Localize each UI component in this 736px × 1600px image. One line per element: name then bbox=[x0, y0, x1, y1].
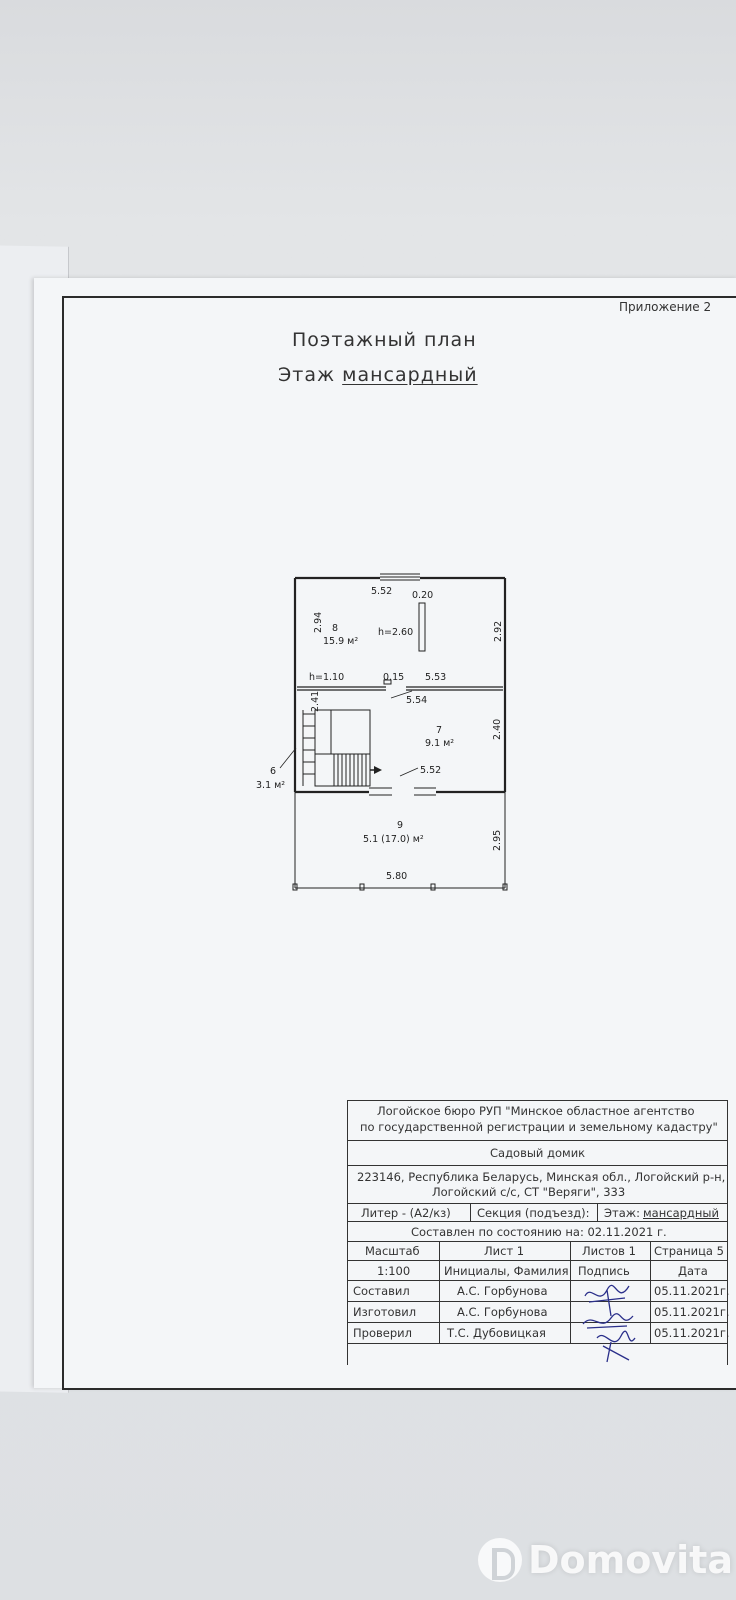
room8-area: 15.9 м² bbox=[323, 636, 358, 647]
floor-value-stamp: мансардный bbox=[643, 1206, 719, 1220]
header-name: Инициалы, Фамилия bbox=[444, 1264, 569, 1278]
row2-date: 05.11.2021г. bbox=[654, 1305, 730, 1319]
signature-marks bbox=[582, 1284, 636, 1363]
outer-walls bbox=[293, 576, 507, 794]
dim-balcony-width: 5.80 bbox=[386, 871, 407, 882]
dim-chimney-width: 0.20 bbox=[412, 590, 433, 601]
stair-arrow-icon bbox=[374, 766, 382, 774]
door-bottom bbox=[369, 787, 436, 796]
watermark: Domovita bbox=[478, 1538, 733, 1582]
floor-prefix: Этаж bbox=[278, 364, 336, 386]
dim-top-width: 5.52 bbox=[371, 586, 392, 597]
state-date: Составлен по состоянию на: 02.11.2021 г. bbox=[411, 1225, 667, 1239]
header-date: Дата bbox=[678, 1264, 708, 1278]
header-scale: Масштаб bbox=[365, 1244, 420, 1258]
watermark-text: Domovita bbox=[528, 1538, 733, 1582]
room9-area: 5.1 (17.0) м² bbox=[363, 834, 424, 845]
room8-height: h=2.60 bbox=[378, 627, 413, 638]
liter-row: Литер - (А2/кз) Секция (подъезд): Этаж: … bbox=[347, 1203, 727, 1222]
dim-right-height-7: 2.40 bbox=[492, 719, 503, 740]
org-line1: Логойское бюро РУП "Минское областное аг… bbox=[377, 1104, 695, 1118]
chimney bbox=[418, 602, 426, 652]
title-block: Логойское бюро РУП "Минское областное аг… bbox=[347, 1100, 730, 1365]
room6-number: 6 bbox=[270, 766, 276, 777]
state-row: Составлен по состоянию на: 02.11.2021 г. bbox=[347, 1221, 727, 1242]
org-line2: по государственной регистрации и земельн… bbox=[360, 1120, 718, 1134]
header-signature: Подпись bbox=[578, 1264, 630, 1278]
room7-number: 7 bbox=[436, 725, 442, 736]
dim-stair-height: h=1.10 bbox=[309, 672, 344, 683]
row3-date: 05.11.2021г. bbox=[654, 1326, 730, 1340]
partition-post bbox=[383, 679, 392, 685]
document-sheet: Приложение 2 Поэтажный план Этаж мансард… bbox=[34, 278, 736, 1390]
leader-lines bbox=[279, 690, 419, 777]
plan-title: Поэтажный план bbox=[292, 329, 477, 351]
dim-bottom-width-7: 5.52 bbox=[420, 765, 441, 776]
header-page: Страница 5 bbox=[654, 1244, 724, 1258]
room7-area: 9.1 м² bbox=[425, 738, 454, 749]
row2-name: А.С. Горбунова bbox=[457, 1305, 548, 1319]
dim-partition: 0.15 bbox=[383, 672, 404, 683]
room9-number: 9 bbox=[397, 820, 403, 831]
room8-number: 8 bbox=[332, 623, 338, 634]
object-row: Садовый домик bbox=[347, 1140, 727, 1166]
header-sheets: Листов 1 bbox=[582, 1244, 636, 1258]
domovita-logo-icon bbox=[478, 1538, 522, 1582]
dim-right-height-8: 2.92 bbox=[493, 621, 504, 642]
row1-role: Составил bbox=[353, 1284, 410, 1298]
appendix-label: Приложение 2 bbox=[619, 300, 712, 314]
row1-date: 05.11.2021г. bbox=[654, 1284, 730, 1298]
floor-label: Этаж: bbox=[604, 1206, 641, 1220]
dim-left-height-6: 2.41 bbox=[310, 691, 321, 712]
floor-value: мансардный bbox=[342, 364, 478, 386]
address-line2: Логойский с/с, СТ "Веряги", 333 bbox=[432, 1185, 626, 1199]
row3-role: Проверил bbox=[353, 1326, 412, 1340]
row1-name: А.С. Горбунова bbox=[457, 1284, 548, 1298]
drawing-frame bbox=[62, 296, 736, 1390]
window-top bbox=[380, 573, 420, 581]
address-row: 223146, Республика Беларусь, Минская обл… bbox=[347, 1165, 727, 1204]
dim-left-height-8: 2.94 bbox=[313, 612, 324, 633]
balcony-outline bbox=[292, 792, 508, 891]
dim-width-554: 5.54 bbox=[406, 695, 427, 706]
staircase bbox=[302, 709, 377, 787]
address-line1: 223146, Республика Беларусь, Минская обл… bbox=[357, 1170, 726, 1184]
row2-role: Изготовил bbox=[353, 1305, 417, 1319]
floor-title: Этаж мансардный bbox=[278, 364, 478, 386]
org-row: Логойское бюро РУП "Минское областное аг… bbox=[347, 1100, 727, 1141]
dim-balcony-height: 2.95 bbox=[492, 830, 503, 851]
partition-wall bbox=[297, 686, 503, 691]
room6-area: 3.1 м² bbox=[256, 780, 285, 791]
dim-width-553: 5.53 bbox=[425, 672, 446, 683]
liter: Литер - (А2/кз) bbox=[361, 1206, 451, 1220]
floor-plan: 5.52 0.20 2.94 2.92 8 15.9 м² h=2.60 h=1… bbox=[256, 573, 508, 891]
scale-value: 1:100 bbox=[377, 1264, 411, 1278]
section: Секция (подъезд): bbox=[477, 1206, 590, 1220]
row3-name: Т.С. Дубовицкая bbox=[447, 1326, 546, 1340]
header-sheet: Лист 1 bbox=[484, 1244, 525, 1258]
object-name: Садовый домик bbox=[490, 1146, 586, 1160]
